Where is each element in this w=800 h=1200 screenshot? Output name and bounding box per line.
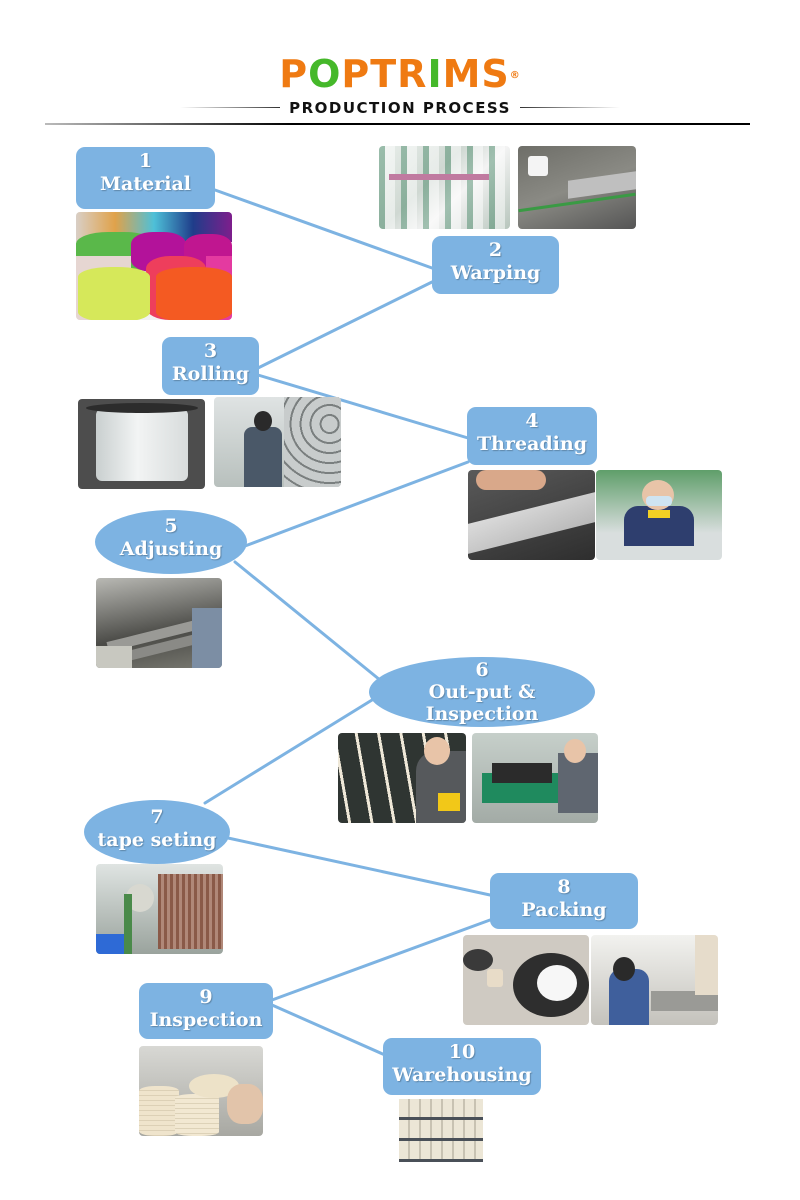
connector-7-8 [226, 836, 492, 897]
page-subtitle: PRODUCTION PROCESS [289, 99, 511, 117]
connector-2-3 [256, 280, 434, 370]
step-node-packing: 8 Packing [490, 873, 638, 929]
step-number: 1 [138, 150, 153, 172]
header-divider [45, 123, 750, 125]
step-node-inspection: 9 Inspection [139, 983, 273, 1039]
photo-warehouse-shelves [399, 1099, 483, 1162]
connector-3-4 [256, 373, 470, 440]
step-node-tape-seting: 7 tape seting [84, 800, 230, 864]
photo-worker-packing-rolls [591, 935, 718, 1025]
step-node-output-inspection: 6 Out-put & Inspection [369, 657, 595, 727]
step-node-rolling: 3 Rolling [162, 337, 259, 395]
connector-1-2 [213, 188, 434, 270]
registered-mark: ® [509, 70, 521, 81]
photo-worker-at-beam-rack [214, 397, 341, 487]
photo-tape-winding-disc [463, 935, 589, 1025]
photo-colorful-yarn-cones [76, 212, 232, 320]
photo-threading-hands-closeup [468, 470, 595, 560]
step-label: tape seting [97, 829, 217, 851]
step-node-adjusting: 5 Adjusting [95, 510, 247, 574]
step-number: 6 [475, 659, 489, 681]
photo-worker-inspecting-tapes [338, 733, 466, 823]
step-number: 7 [150, 806, 164, 828]
step-number: 2 [488, 239, 503, 261]
photo-white-yarn-beam [78, 399, 205, 489]
step-label: Material [100, 173, 191, 195]
step-number: 3 [203, 340, 218, 362]
step-label: Rolling [171, 363, 250, 385]
step-label: Warehousing [392, 1064, 532, 1086]
connector-6-7 [203, 698, 374, 805]
step-label: Inspection [149, 1009, 263, 1031]
step-node-material: 1 Material [76, 147, 215, 209]
connector-5-6 [233, 560, 382, 682]
step-label: Warping [450, 262, 541, 284]
step-number: 4 [525, 410, 539, 432]
step-label-line1: Out-put & [428, 681, 536, 703]
photo-stacked-tape-rolls [139, 1046, 263, 1136]
photo-tape-setting-machine [96, 864, 223, 954]
step-number: 5 [164, 515, 178, 537]
subtitle-row: PRODUCTION PROCESS [180, 96, 620, 120]
step-label-line2: Inspection [425, 703, 539, 725]
step-node-warping: 2 Warping [432, 236, 559, 294]
step-label: Adjusting [119, 538, 223, 560]
subtitle-line-left [180, 107, 280, 108]
step-number: 8 [557, 876, 571, 898]
photo-worker-threading [596, 470, 722, 560]
brand-logo: POPTRIMS® [279, 52, 521, 96]
header: POPTRIMS® PRODUCTION PROCESS [0, 0, 800, 130]
photo-warping-machine [518, 146, 636, 229]
step-number: 9 [199, 986, 213, 1008]
photo-adjusting-loom [96, 578, 222, 668]
step-label: Packing [521, 899, 607, 921]
step-label: Threading [477, 433, 587, 455]
connector-9-10 [270, 1003, 387, 1057]
subtitle-line-right [520, 107, 620, 108]
step-number: 10 [448, 1041, 476, 1063]
step-node-threading: 4 Threading [467, 407, 597, 465]
photo-worker-at-loom [472, 733, 598, 823]
photo-warping-creel-spools [379, 146, 510, 229]
connector-8-9 [270, 918, 492, 1002]
step-node-warehousing: 10 Warehousing [383, 1038, 541, 1095]
connector-4-5 [243, 460, 470, 548]
